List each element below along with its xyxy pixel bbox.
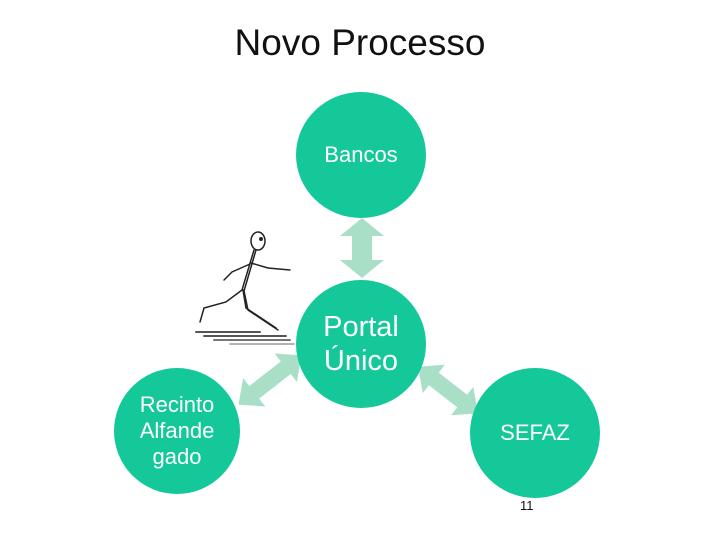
node-portal-label-line1: Portal xyxy=(323,311,399,343)
node-sefaz: SEFAZ xyxy=(470,368,600,498)
node-sefaz-label: SEFAZ xyxy=(500,420,570,445)
node-portal-label-line2: Único xyxy=(323,345,399,377)
node-recinto-label-line3: gado xyxy=(152,444,202,469)
node-bancos-label: Bancos xyxy=(324,142,398,167)
arrow-bancos-portal xyxy=(340,218,384,278)
arrow-portal-recinto xyxy=(238,353,302,407)
node-recinto-alfandegado: Recinto Alfande gado xyxy=(114,368,240,494)
page-number: 11 xyxy=(520,498,534,513)
arrow-portal-sefaz xyxy=(418,364,478,416)
node-recinto-label-line1: Recinto xyxy=(139,392,215,417)
node-portal-unico: Portal Único xyxy=(296,280,426,408)
slide-title: Novo Processo xyxy=(234,22,486,63)
node-bancos: Bancos xyxy=(296,92,426,218)
runner-illustration xyxy=(195,231,295,345)
node-recinto-label-line2: Alfande xyxy=(139,418,215,443)
